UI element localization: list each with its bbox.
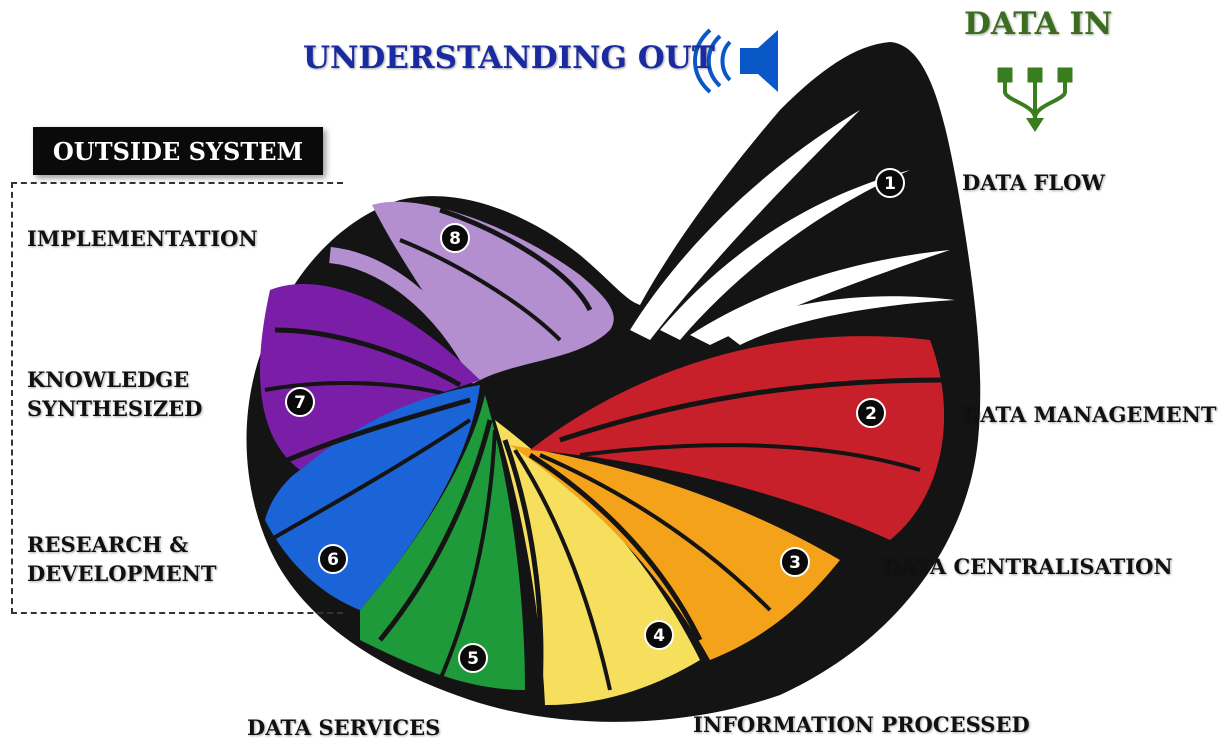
badge-7-text: 7 <box>294 393 306 413</box>
badge-1: 1 <box>875 168 905 198</box>
badge-2: 2 <box>856 398 886 428</box>
badge-5-text: 5 <box>467 649 479 669</box>
badge-2-text: 2 <box>865 404 877 424</box>
chamber-8 <box>328 201 614 384</box>
badge-6-text: 6 <box>327 550 339 570</box>
chamber-7 <box>260 284 480 470</box>
label-data-services: DATA SERVICES <box>247 715 441 740</box>
outside-system-frame <box>11 182 343 614</box>
label-data-management: DATA MANAGEMENT <box>962 402 1217 427</box>
outside-item-research: RESEARCH & DEVELOPMENT <box>27 532 217 586</box>
label-information-processed: INFORMATION PROCESSED <box>693 712 1030 737</box>
outside-item-knowledge: KNOWLEDGE SYNTHESIZED <box>27 367 203 421</box>
badge-1-text: 1 <box>884 174 896 194</box>
badge-4: 4 <box>644 620 674 650</box>
stage-badges: 1 2 3 4 5 6 7 8 <box>285 168 905 673</box>
outside-item-implementation: IMPLEMENTATION <box>27 226 258 251</box>
chamber-6 <box>263 385 480 610</box>
chamber-3 <box>510 445 840 660</box>
badge-5: 5 <box>458 643 488 673</box>
chamber-1 <box>630 110 955 345</box>
badge-8-text: 8 <box>449 229 461 249</box>
speaker-icon <box>693 28 778 94</box>
outside-system-title: OUTSIDE SYSTEM <box>52 136 304 166</box>
badge-8: 8 <box>440 223 470 253</box>
label-data-flow: DATA FLOW <box>962 170 1105 195</box>
chamber-2 <box>530 336 946 540</box>
badge-3-text: 3 <box>789 553 801 573</box>
badge-7: 7 <box>285 387 315 417</box>
chamber-5 <box>360 395 525 690</box>
data-in-title: DATA IN <box>964 6 1113 42</box>
badge-6: 6 <box>318 544 348 574</box>
badge-4-text: 4 <box>653 626 665 646</box>
understanding-out-title: UNDERSTANDING OUT <box>303 40 715 76</box>
badge-3: 3 <box>780 547 810 577</box>
outside-system-badge: OUTSIDE SYSTEM <box>33 127 323 175</box>
data-funnel-icon <box>997 67 1073 132</box>
label-data-centralisation: DATA CENTRALISATION <box>882 554 1173 579</box>
